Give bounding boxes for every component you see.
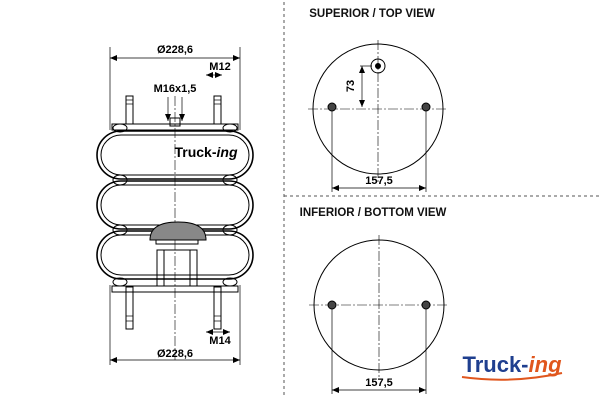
bottom-left-stud	[125, 286, 134, 330]
top-view-stud-spacing-label: 157,5	[365, 175, 393, 187]
internal-bumper	[149, 221, 207, 241]
top-stud-thread-label: M12	[209, 61, 230, 73]
bottom-right-stud	[213, 286, 222, 330]
top-view-right-stud-hole	[421, 102, 431, 112]
bottom-view-stud-spacing-label: 157,5	[365, 377, 393, 389]
air-fitting-thread-label: M16x1,5	[154, 83, 197, 95]
top-plate	[111, 123, 239, 131]
top-view-heading: SUPERIOR / TOP VIEW	[309, 8, 435, 20]
bottom-view-right-stud-hole	[421, 300, 431, 310]
bottom-diameter-label: Ø228,6	[157, 348, 193, 360]
bottom-view-heading: INFERIOR / BOTTOM VIEW	[300, 207, 447, 219]
top-view-left-stud-hole	[327, 102, 337, 112]
bottom-piston	[111, 285, 239, 293]
bottom-view-left-stud-hole	[327, 300, 337, 310]
side-view: Ø228,6 M12 M16x1,5	[96, 44, 254, 365]
bottom-stud-thread-label: M14	[209, 335, 231, 347]
top-diameter-label: Ø228,6	[157, 44, 193, 56]
bottom-view: INFERIOR / BOTTOM VIEW 157,5	[300, 207, 449, 394]
top-view: SUPERIOR / TOP VIEW 73 157,5	[308, 8, 448, 192]
svg-text:Truck-ing: Truck-ing	[462, 352, 562, 377]
bellows-logo: Truck-ing	[174, 144, 237, 160]
top-view-offset-label: 73	[345, 80, 357, 92]
brand-logo: Truck-ing	[461, 352, 563, 381]
